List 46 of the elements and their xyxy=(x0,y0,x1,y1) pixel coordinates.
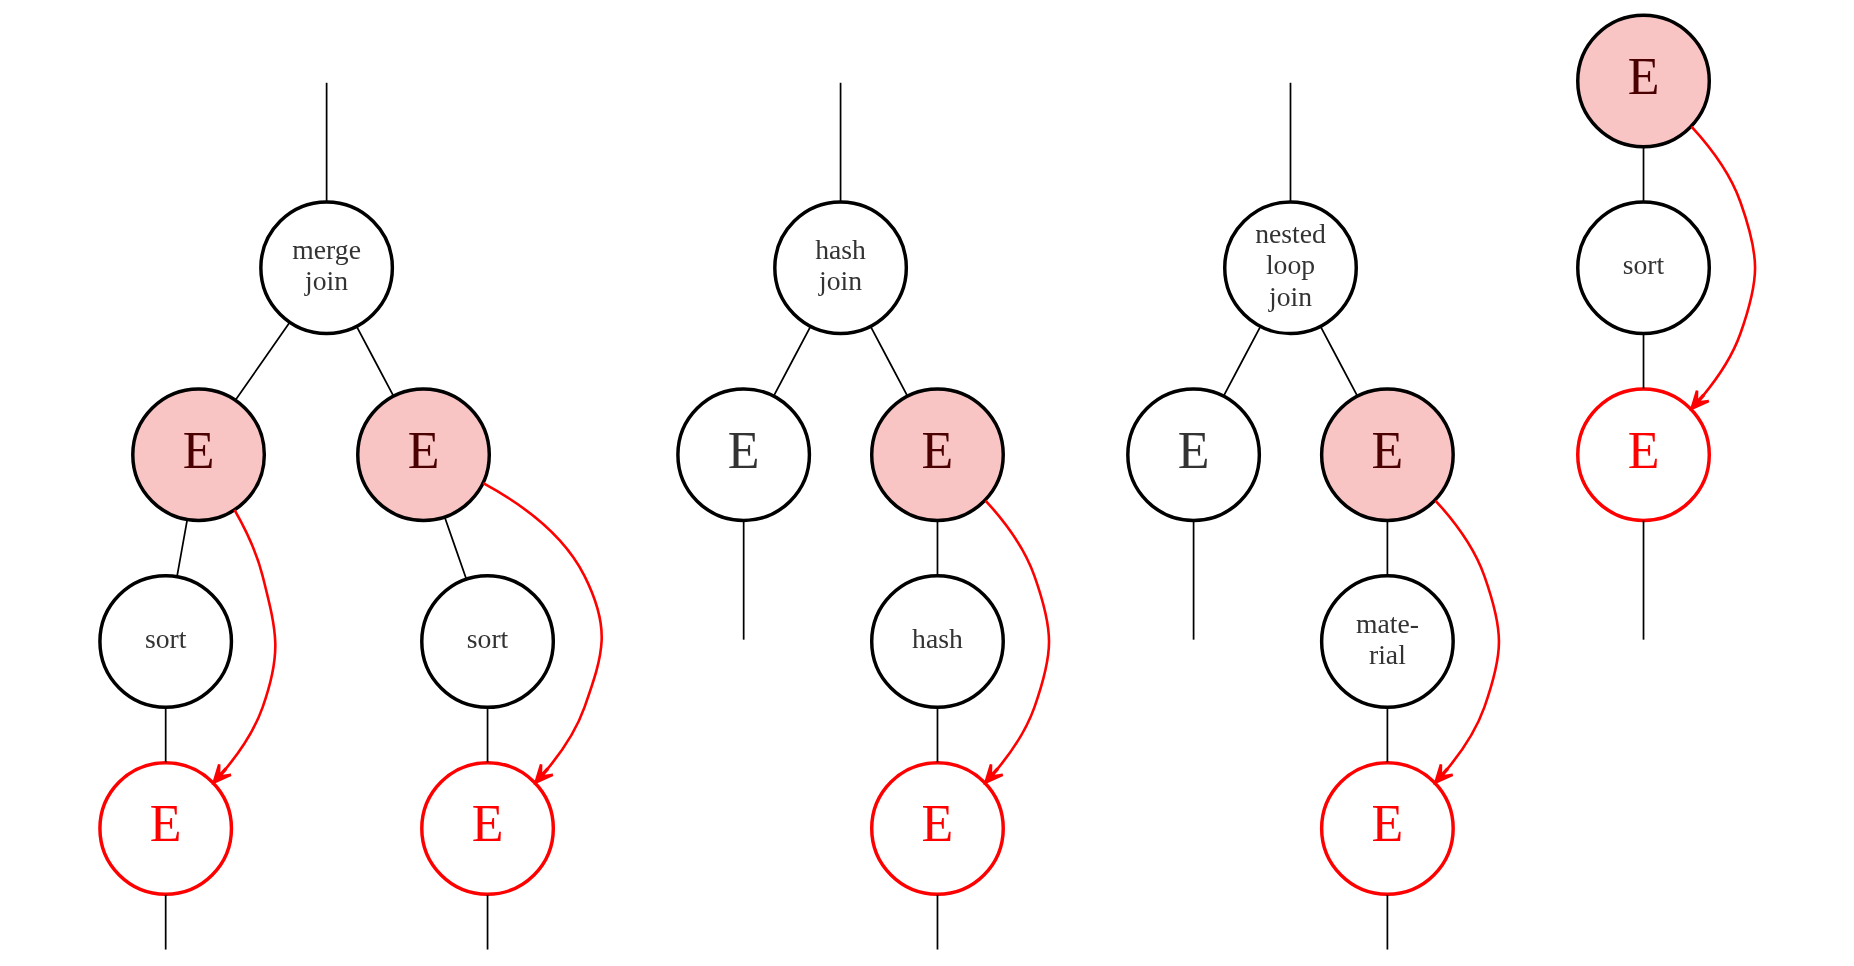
node-circle: hash join xyxy=(772,200,908,336)
connector xyxy=(1386,519,1388,577)
connector xyxy=(164,893,167,951)
connector xyxy=(164,706,167,764)
connector xyxy=(1386,706,1388,764)
arrow xyxy=(983,499,1050,784)
connector xyxy=(1289,81,1291,203)
node-circle: E xyxy=(675,387,811,523)
connector xyxy=(839,81,841,203)
connector xyxy=(355,325,394,397)
arrow xyxy=(211,509,277,784)
node-circle: merge join xyxy=(258,200,394,336)
connector xyxy=(234,321,290,401)
connector xyxy=(936,519,938,577)
connector xyxy=(1642,332,1644,390)
connector xyxy=(1386,893,1388,951)
node-circle: E xyxy=(869,387,1005,523)
arrow xyxy=(1433,499,1500,784)
node-circle: E xyxy=(355,387,491,523)
arrow xyxy=(482,481,603,784)
connector xyxy=(869,325,908,397)
node-circle: E xyxy=(1125,387,1261,523)
connector xyxy=(486,893,488,951)
connector xyxy=(1642,519,1644,641)
connector xyxy=(1192,519,1194,641)
node-circle: E xyxy=(1319,387,1455,523)
connector xyxy=(1222,325,1261,397)
node-circle: nested loop join xyxy=(1222,200,1358,336)
connector xyxy=(936,706,938,764)
connector xyxy=(486,706,488,764)
connector xyxy=(936,893,938,951)
connector xyxy=(1319,325,1358,397)
connector xyxy=(772,325,811,397)
connector xyxy=(742,519,745,641)
node-circle: E xyxy=(1575,13,1711,149)
connector xyxy=(175,518,188,578)
node-circle: hash xyxy=(869,574,1005,710)
node-circle: sort xyxy=(97,574,233,710)
connector xyxy=(325,81,327,203)
arrow xyxy=(1689,125,1756,411)
node-circle: sort xyxy=(419,574,555,710)
connector xyxy=(1642,145,1644,203)
node-circle: sort xyxy=(1575,200,1711,336)
connector xyxy=(443,516,467,580)
node-circle: mate- rial xyxy=(1319,574,1455,710)
node-circle: E xyxy=(130,387,266,523)
